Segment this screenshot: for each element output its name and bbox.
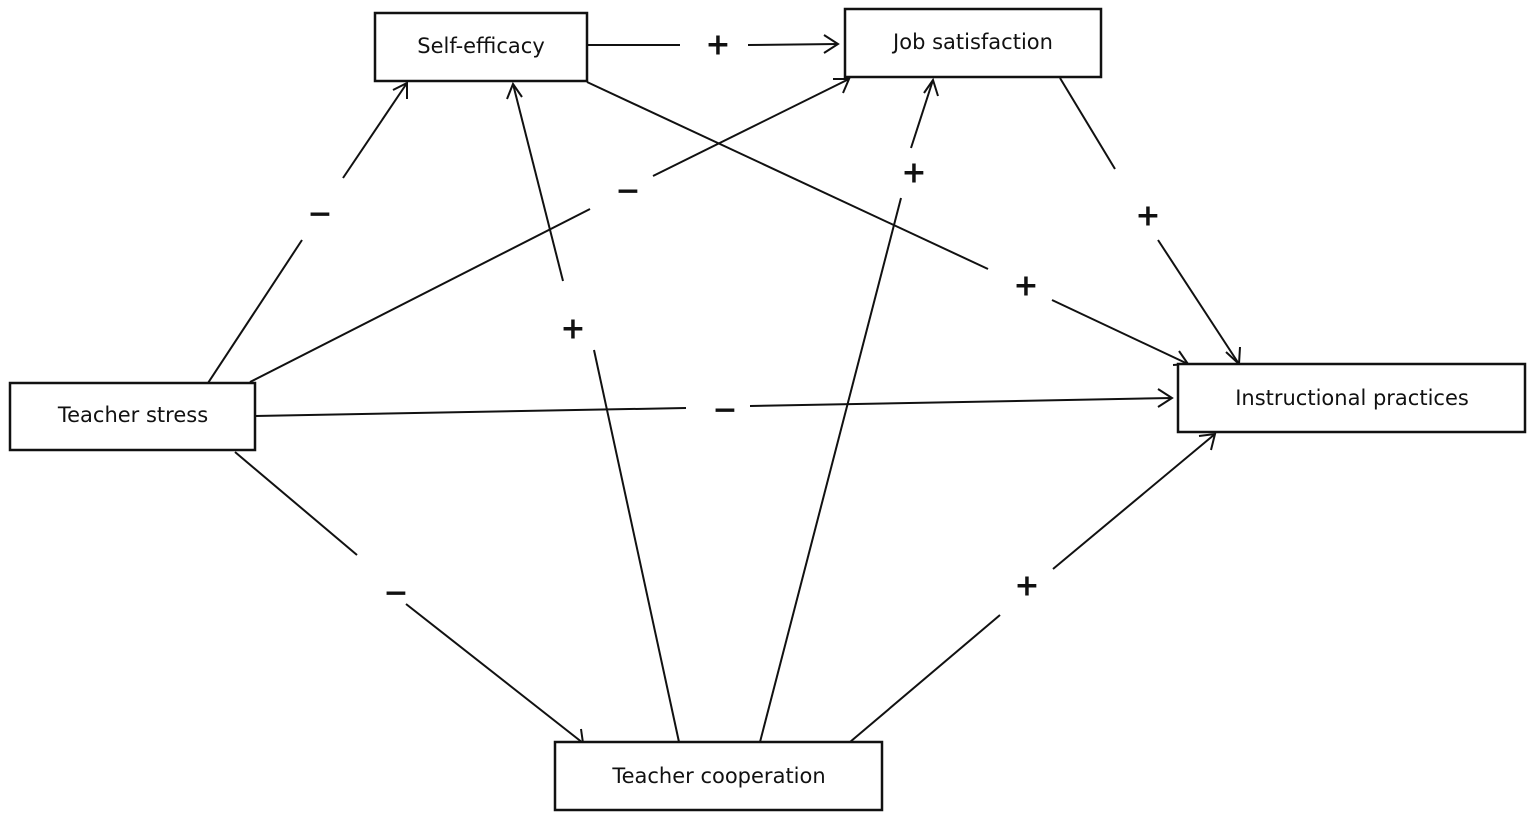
node-label-teacher-cooperation: Teacher cooperation <box>611 764 825 788</box>
sign-job-satisfaction-to-instructional-practices: + <box>1135 199 1160 234</box>
sign-self-efficacy-to-job-satisfaction: + <box>705 28 730 63</box>
edge-teacher-stress-to-teacher-cooperation <box>234 451 585 745</box>
sign-teacher-stress-to-self-efficacy: − <box>307 197 332 232</box>
node-label-teacher-stress: Teacher stress <box>57 403 208 427</box>
sign-teacher-cooperation-to-self-efficacy: + <box>560 312 585 347</box>
node-label-job-satisfaction: Job satisfaction <box>891 30 1053 54</box>
edge-teacher-stress-to-job-satisfaction <box>249 78 851 383</box>
edge-teacher-cooperation-to-job-satisfaction <box>759 77 939 743</box>
edge-self-efficacy-to-job-satisfaction <box>587 34 840 54</box>
edge-self-efficacy-to-instructional-practices <box>586 81 1190 366</box>
edge-teacher-stress-to-instructional-practices <box>254 388 1174 417</box>
node-teacher-cooperation: Teacher cooperation <box>553 740 884 812</box>
edge-teacher-stress-to-self-efficacy <box>207 81 408 384</box>
sign-teacher-cooperation-to-instructional-practices: + <box>1014 569 1039 604</box>
sign-teacher-stress-to-instructional-practices: − <box>712 393 737 428</box>
sign-teacher-stress-to-teacher-cooperation: − <box>383 576 408 611</box>
node-label-self-efficacy: Self-efficacy <box>417 34 545 58</box>
node-instructional-practices: Instructional practices <box>1176 362 1527 434</box>
node-self-efficacy: Self-efficacy <box>373 11 589 83</box>
node-teacher-stress: Teacher stress <box>8 381 257 452</box>
node-label-instructional-practices: Instructional practices <box>1235 386 1469 410</box>
node-job-satisfaction: Job satisfaction <box>843 7 1103 79</box>
edge-teacher-cooperation-to-instructional-practices <box>849 432 1217 743</box>
sign-teacher-cooperation-to-job-satisfaction: + <box>901 156 926 191</box>
sign-self-efficacy-to-instructional-practices: + <box>1013 269 1038 304</box>
edge-teacher-cooperation-to-self-efficacy <box>506 81 680 743</box>
sign-teacher-stress-to-job-satisfaction: − <box>615 174 640 209</box>
